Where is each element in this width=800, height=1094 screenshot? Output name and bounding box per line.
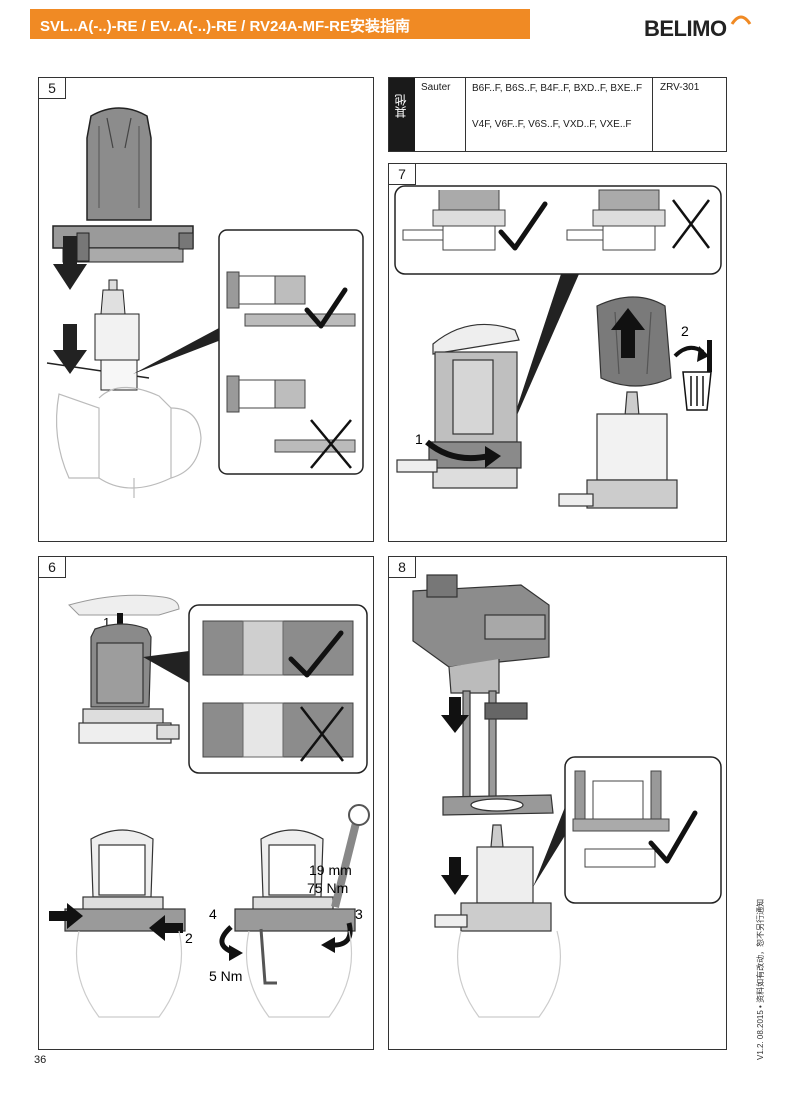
panel-step-5: 5 bbox=[38, 77, 374, 542]
trash-bin-icon bbox=[682, 371, 712, 411]
detail-callout bbox=[564, 756, 722, 904]
table-group-label: 其他 bbox=[394, 94, 408, 118]
panel-number: 5 bbox=[39, 78, 66, 99]
checkmark-icon bbox=[288, 630, 344, 678]
actuator-unit-illustration bbox=[412, 574, 550, 694]
detail-callout bbox=[394, 185, 722, 275]
rotate-arrow-icon bbox=[673, 345, 709, 362]
checkmark-icon bbox=[498, 201, 548, 251]
step-label: 1 bbox=[415, 431, 423, 447]
checkmark-icon bbox=[304, 287, 348, 329]
valve-stem-illustration bbox=[94, 279, 140, 391]
arrow-up-icon bbox=[611, 308, 645, 358]
detail-callout bbox=[218, 229, 364, 475]
valve-stem-illustration bbox=[434, 824, 552, 932]
arrow-down-icon bbox=[53, 324, 87, 374]
actuator-body-illustration bbox=[78, 623, 180, 744]
document-title: SVL..A(-..)-RE / EV..A(-..)-RE / RV24A-M… bbox=[40, 18, 411, 35]
valve-stem-illustration bbox=[558, 391, 678, 509]
wrench-size-label: 19 mm bbox=[309, 862, 352, 878]
table-adapter-cell: ZRV-301 bbox=[660, 82, 700, 93]
panel-step-6: 6 1 bbox=[38, 556, 374, 1050]
table-series-cell: B6F..F, B6S..F, B4F..F, BXD..F, BXE..F V… bbox=[467, 78, 653, 151]
illustration-actuator-reassembly bbox=[412, 574, 722, 1018]
brand-name: BELIMO bbox=[644, 16, 727, 41]
table-manufacturer-cell: Sauter bbox=[416, 78, 466, 151]
rotate-arrow-icon bbox=[425, 439, 501, 468]
arrow-down-icon bbox=[441, 857, 469, 895]
panel-number: 7 bbox=[389, 164, 416, 185]
panel-number: 6 bbox=[39, 557, 66, 578]
illustration-actuator-removal: 1 2 bbox=[394, 185, 722, 509]
panel-number: 8 bbox=[389, 557, 416, 578]
logo-arc-icon bbox=[730, 15, 752, 25]
table-group-cell: 其他 bbox=[389, 78, 415, 151]
hand-illustration bbox=[68, 594, 180, 616]
arrow-down-icon bbox=[53, 236, 87, 290]
actuator-body-illustration bbox=[396, 323, 522, 489]
detail-callout bbox=[188, 604, 368, 774]
header-bar: SVL..A(-..)-RE / EV..A(-..)-RE / RV24A-M… bbox=[30, 9, 530, 39]
step-label: 4 bbox=[209, 906, 217, 922]
illustration-actuator-fastening: 1 bbox=[49, 594, 370, 1018]
table-series-row-1: B6F..F, B6S..F, B4F..F, BXD..F, BXE..F bbox=[472, 83, 643, 94]
actuator-mount-illustration bbox=[442, 690, 554, 816]
version-note: V1.2. 08.2015 • 资料如有改动，恕不另行通知 bbox=[756, 898, 765, 1060]
torque-nut-label: 75 Nm bbox=[307, 880, 348, 896]
arrow-down-icon bbox=[441, 697, 469, 733]
arrow-left-icon bbox=[149, 915, 183, 941]
actuator-body-illustration bbox=[234, 829, 356, 932]
checkmark-icon bbox=[648, 810, 698, 864]
rotate-arrow-icon bbox=[219, 925, 243, 961]
cross-icon bbox=[300, 706, 344, 762]
actuator-body-illustration bbox=[64, 829, 186, 932]
panel-step-8: 8 bbox=[388, 556, 727, 1050]
brand-logo: BELIMO bbox=[644, 14, 754, 48]
allen-key-illustration bbox=[259, 928, 277, 985]
step-label: 2 bbox=[185, 930, 193, 946]
rotate-arrow-icon bbox=[321, 922, 353, 953]
cross-icon bbox=[672, 199, 710, 249]
arrow-right-icon bbox=[49, 903, 83, 929]
page-number: 36 bbox=[34, 1054, 47, 1066]
step-label: 1 bbox=[103, 615, 110, 630]
compatibility-table: 其他 Sauter B6F..F, B6S..F, B4F..F, BXD..F… bbox=[388, 77, 727, 152]
panel-step-7: 7 bbox=[388, 163, 727, 542]
torque-screw-label: 5 Nm bbox=[209, 968, 242, 984]
step-label: 2 bbox=[681, 323, 689, 339]
valve-body-illustration bbox=[55, 386, 202, 498]
cross-icon bbox=[310, 419, 352, 469]
latch-icon bbox=[707, 340, 712, 372]
table-series-row-2: V4F, V6F..F, V6S..F, VXD..F, VXE..F bbox=[472, 119, 632, 130]
step-label: 3 bbox=[355, 906, 363, 922]
wrench-illustration bbox=[331, 804, 370, 908]
illustration-actuator-mount bbox=[46, 107, 364, 498]
